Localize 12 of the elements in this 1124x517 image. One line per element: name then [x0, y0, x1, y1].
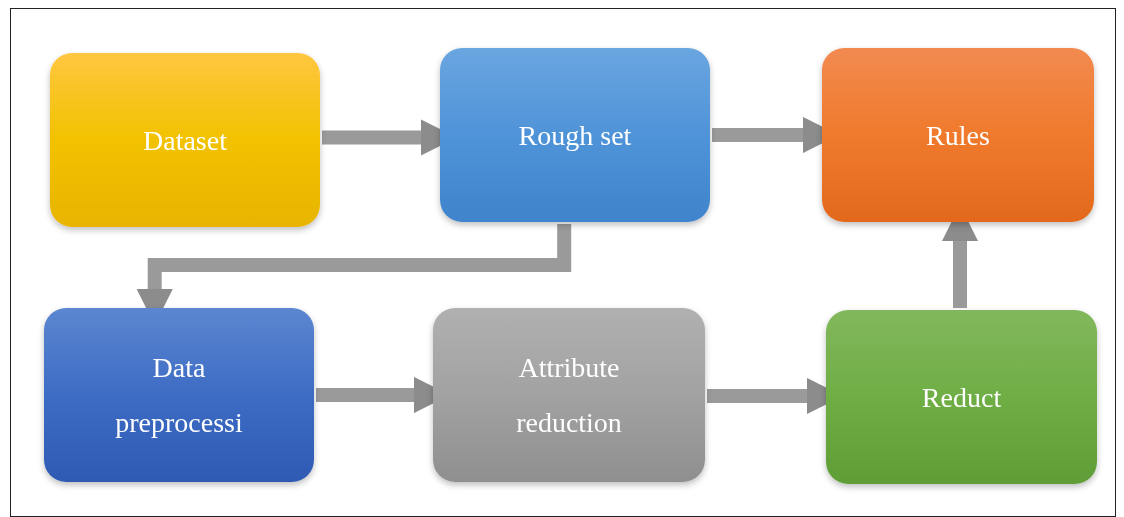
process-box	[433, 308, 705, 482]
box-label: Rules	[926, 118, 990, 153]
process-box	[440, 48, 710, 222]
process-box	[44, 308, 314, 482]
box-label: Rough set	[518, 118, 632, 153]
process-box	[50, 53, 320, 227]
box-label: Attribute reduction	[515, 351, 623, 440]
box-label: Dataset	[143, 123, 227, 158]
box-label: Data preprocessi	[114, 351, 244, 440]
box-label: Reduct	[921, 380, 1002, 415]
process-box	[826, 310, 1097, 484]
process-box	[822, 48, 1094, 222]
